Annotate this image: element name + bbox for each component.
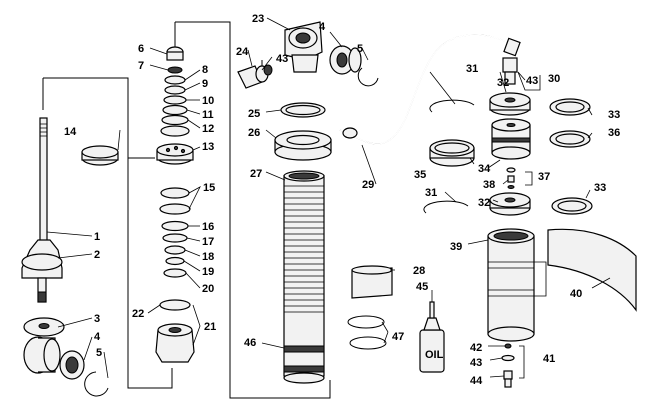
label-33-top: 33: [608, 109, 620, 121]
snap-ring-5-right: [357, 67, 379, 87]
piston-stack: [155, 46, 195, 363]
label-25: 25: [248, 108, 260, 120]
snap-ring-5-left: [84, 371, 109, 397]
cap-32-bottom: [489, 192, 531, 216]
oring-25: [280, 102, 326, 118]
label-36: 36: [608, 127, 620, 139]
valve-fitting-24: [237, 64, 273, 89]
label-11: 11: [202, 109, 214, 121]
label-44: 44: [470, 375, 483, 387]
washer-3: [23, 317, 65, 337]
label-14: 14: [64, 126, 77, 138]
label-43-top: 43: [526, 75, 538, 87]
label-2: 2: [94, 249, 100, 261]
valve-parts-41: [501, 343, 515, 388]
label-27: 27: [250, 168, 262, 180]
label-39: 39: [450, 241, 462, 253]
label-21: 21: [204, 321, 216, 333]
label-30: 30: [548, 73, 560, 85]
snap-ring-31-bottom: [423, 200, 469, 214]
label-23: 23: [252, 13, 264, 25]
label-9: 9: [202, 78, 208, 90]
label-33-bottom: 33: [594, 182, 606, 194]
label-5-right: 5: [357, 43, 363, 55]
eyelet-4-left: [23, 336, 85, 380]
label-1: 1: [94, 231, 100, 243]
label-4-right: 4: [319, 21, 326, 33]
label-19: 19: [202, 266, 214, 278]
label-46: 46: [244, 337, 256, 349]
label-29: 29: [362, 179, 374, 191]
label-45: 45: [416, 281, 428, 293]
label-8: 8: [202, 64, 208, 76]
label-13: 13: [202, 141, 214, 153]
hose-29: [339, 34, 521, 145]
label-17: 17: [202, 236, 214, 248]
callouts: 1 2 3 4 5 6 7 8 9 10 11 12 13 14 15 16 1…: [64, 13, 620, 387]
small-parts-37-38: [506, 167, 516, 189]
label-42: 42: [470, 342, 482, 354]
label-40: 40: [570, 288, 582, 300]
label-5-left: 5: [96, 347, 102, 359]
oring-33-bottom: [551, 197, 593, 215]
bracket-lines: [42, 21, 331, 399]
band-35: [429, 139, 475, 167]
label-32-top: 32: [497, 77, 509, 89]
oil-bottle-45: OIL: [419, 301, 445, 373]
label-6: 6: [138, 43, 144, 55]
label-38: 38: [483, 179, 495, 191]
shock-head-23: [284, 21, 323, 73]
leader-lines: [46, 17, 611, 379]
label-18: 18: [202, 251, 214, 263]
label-7: 7: [138, 60, 144, 72]
label-15: 15: [203, 182, 215, 194]
label-12: 12: [202, 123, 214, 135]
label-3: 3: [94, 313, 100, 325]
label-4-left: 4: [94, 331, 101, 343]
label-43-left: 43: [276, 53, 288, 65]
shield-28: [351, 265, 393, 299]
shock-body-27: [283, 170, 325, 384]
label-20: 20: [202, 283, 214, 295]
label-47: 47: [392, 331, 404, 343]
cap-32-top: [489, 92, 531, 116]
label-41: 41: [543, 353, 555, 365]
seal-26: [274, 130, 332, 161]
label-43-bottom: 43: [470, 357, 482, 369]
label-24: 24: [236, 46, 249, 58]
label-26: 26: [248, 127, 260, 139]
band-14: [81, 145, 119, 166]
label-31-top: 31: [466, 63, 478, 75]
label-35: 35: [414, 169, 426, 181]
oring-33-top: [549, 98, 591, 116]
label-22: 22: [132, 308, 144, 320]
reservoir-39: [487, 228, 535, 342]
label-32-bottom: 32: [478, 197, 490, 209]
label-34: 34: [478, 163, 491, 175]
guard-40: [547, 228, 637, 312]
snap-rings-47: [347, 315, 387, 350]
piston-rod: [21, 117, 63, 303]
label-31-bottom: 31: [425, 187, 437, 199]
label-10: 10: [202, 95, 214, 107]
label-28: 28: [413, 265, 425, 277]
label-37: 37: [538, 171, 550, 183]
snap-ring-31-top: [429, 99, 475, 113]
oring-36: [549, 130, 591, 148]
label-16: 16: [202, 221, 214, 233]
oil-bottle-text: OIL: [425, 349, 444, 361]
eyelet-4-right: [329, 45, 362, 75]
piston-34: [491, 118, 531, 160]
valve-43-top: [502, 57, 518, 85]
